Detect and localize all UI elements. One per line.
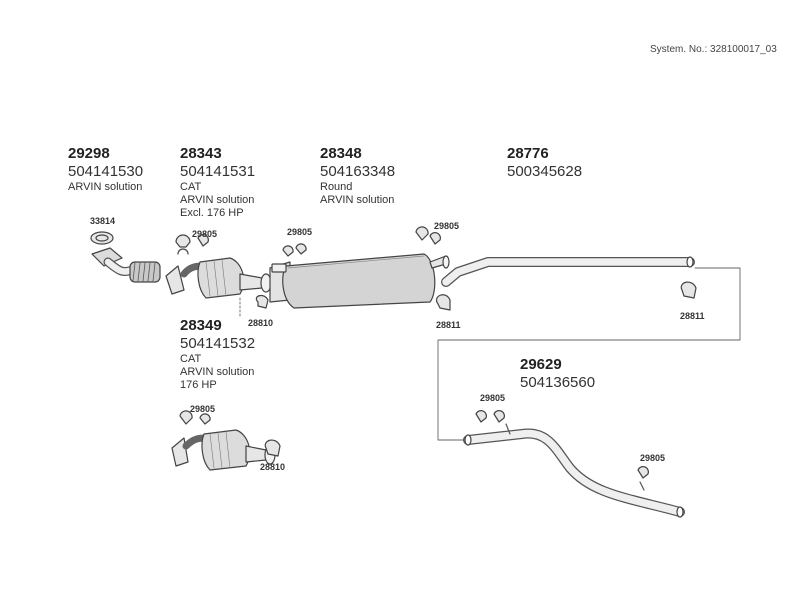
catalytic-converter-upper[interactable] <box>165 257 272 299</box>
oe-number: 504141531 <box>180 163 256 181</box>
clamp-icon[interactable] <box>475 410 505 423</box>
clamp-icon[interactable] <box>637 466 649 491</box>
bracket-icon[interactable] <box>436 294 451 311</box>
clamp-label: 29805 <box>434 221 460 231</box>
catalytic-converter-lower[interactable] <box>171 429 276 471</box>
bracket-label: 28810 <box>248 318 274 328</box>
part-label-28349: 28349 504141532 CAT ARVIN solution 176 H… <box>180 317 255 392</box>
part-label-28776: 28776 500345628 <box>507 145 582 181</box>
part-description: ARVIN solution <box>320 193 395 206</box>
clamp-label: 29805 <box>190 404 216 414</box>
part-label-29298: 29298 504141530 ARVIN solution <box>68 145 143 194</box>
bracket-label: 28811 <box>680 311 705 321</box>
clamp-label: 29805 <box>640 453 666 463</box>
part-description: Round <box>320 180 353 193</box>
oe-number: 504141532 <box>180 335 256 353</box>
oe-number: 504136560 <box>520 374 596 392</box>
part-number: 28343 <box>180 145 222 162</box>
part-number: 28776 <box>507 145 549 162</box>
clamp-icon[interactable] <box>282 243 307 257</box>
part-description: CAT <box>180 180 202 193</box>
gasket-label: 33814 <box>90 216 116 226</box>
gasket-ring[interactable] <box>90 231 114 245</box>
part-label-28348: 28348 504163348 Round ARVIN solution <box>320 145 395 207</box>
bracket-icon[interactable] <box>255 294 269 309</box>
part-description: ARVIN solution <box>68 180 143 193</box>
part-number: 28348 <box>320 145 362 162</box>
bracket-icon[interactable] <box>264 439 281 457</box>
rear-pipe[interactable] <box>463 423 685 518</box>
bracket-label: 28811 <box>436 320 461 330</box>
system-number: System. No.: 328100017_03 <box>650 44 777 55</box>
oe-number: 504163348 <box>320 163 396 181</box>
bracket-icon[interactable] <box>680 281 697 299</box>
part-description: 176 HP <box>180 378 217 391</box>
middle-muffler[interactable] <box>269 253 450 309</box>
tail-pipe[interactable] <box>441 256 695 287</box>
part-description: CAT <box>180 352 202 365</box>
part-description: Excl. 176 HP <box>180 206 244 219</box>
front-pipe[interactable] <box>91 247 161 283</box>
oe-number: 500345628 <box>507 163 583 181</box>
part-label-28343: 28343 504141531 CAT ARVIN solution Excl.… <box>180 145 255 220</box>
bracket-label: 28810 <box>260 462 286 472</box>
clamp-label: 29805 <box>192 229 218 239</box>
oe-number: 504141530 <box>68 163 144 181</box>
part-number: 29629 <box>520 356 562 373</box>
clamp-label: 29805 <box>480 393 506 403</box>
part-description: ARVIN solution <box>180 193 255 206</box>
clamp-label: 29805 <box>287 227 313 237</box>
part-label-29629: 29629 504136560 <box>520 356 595 392</box>
part-number: 28349 <box>180 317 222 334</box>
part-number: 29298 <box>68 145 110 162</box>
connector-lines <box>239 267 741 441</box>
clamp-icon[interactable] <box>179 410 211 425</box>
clamp-icon[interactable] <box>175 234 209 255</box>
part-description: ARVIN solution <box>180 365 255 378</box>
clamp-icon[interactable] <box>415 226 441 245</box>
